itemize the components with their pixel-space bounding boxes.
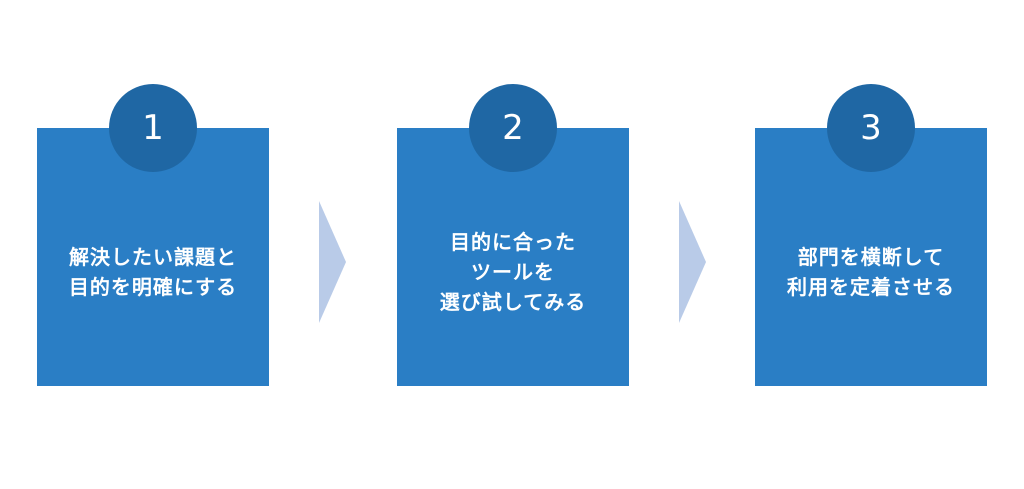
step-3-box: 部門を横断して 利用を定着させる: [755, 128, 987, 386]
step-1-text: 解決したい課題と 目的を明確にする: [68, 245, 238, 299]
step-2-text: 目的に合った ツールを 選び試してみる: [439, 230, 587, 314]
arrow-right-icon: [679, 201, 706, 323]
arrow-right-icon: [319, 201, 346, 323]
step-3-number-badge: 3: [827, 84, 915, 172]
step-2-number-badge: 2: [469, 84, 557, 172]
step-1-number-badge: 1: [109, 84, 197, 172]
step-3-text: 部門を横断して 利用を定着させる: [787, 245, 955, 299]
